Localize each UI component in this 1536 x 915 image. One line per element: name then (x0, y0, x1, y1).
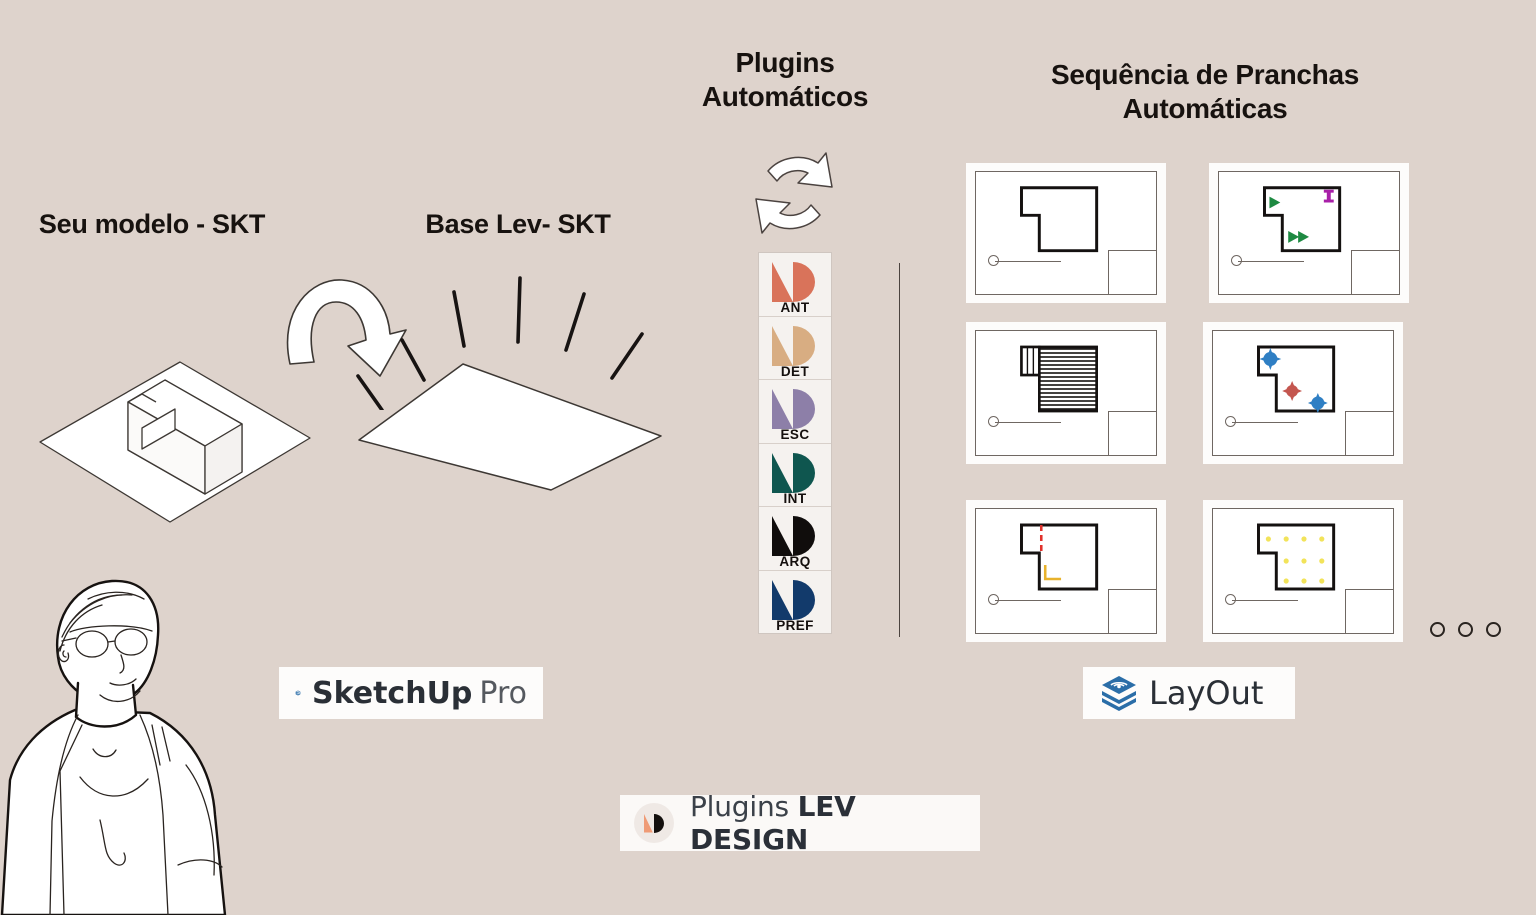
ellipsis-dot (1486, 622, 1501, 637)
brand-prefix: Plugins (690, 790, 789, 823)
sheet-thumbnail-2[interactable] (1209, 163, 1409, 303)
sheet-thumbnail-4[interactable] (1203, 322, 1403, 464)
sheet-thumbnail-3[interactable] (966, 322, 1166, 464)
ellipsis-dot (1458, 622, 1473, 637)
heading-sheets-line2: Automáticas (1000, 92, 1410, 126)
more-sheets-indicator (1430, 622, 1501, 637)
plugin-item-int[interactable]: INT (759, 444, 831, 508)
sheet-title-block (1108, 589, 1157, 634)
plugin-item-ant[interactable]: ANT (759, 253, 831, 317)
plugin-label-ant: ANT (759, 301, 831, 315)
plugin-label-arq: ARQ (759, 555, 831, 569)
sheet-title-block (1345, 589, 1394, 634)
plugin-icon-int (772, 453, 818, 493)
sketchup-pro-logo: SketchUp Pro (279, 667, 543, 719)
sheet-thumbnail-6[interactable] (1203, 500, 1403, 642)
sheet-callout-line (1232, 422, 1298, 423)
layout-stack-icon (1099, 673, 1139, 713)
lev-design-logo-icon (634, 803, 674, 843)
plugin-icon-ant (772, 262, 818, 302)
section-divider (899, 263, 900, 637)
layout-logo-text: LayOut (1149, 674, 1263, 712)
sheet-title-block (1108, 411, 1157, 456)
lev-design-brand-bar: Plugins LEV DESIGN (620, 795, 980, 851)
sheet-callout-line (1238, 261, 1304, 262)
sync-refresh-icon (738, 143, 850, 243)
sheet-callout-line (995, 600, 1061, 601)
sheet-thumbnail-5[interactable] (966, 500, 1166, 642)
plugins-panel: ANT DET ESC INT (758, 252, 832, 634)
heading-plugins-line1: Plugins (660, 46, 910, 80)
sketchup-cube-icon (295, 674, 301, 712)
flat-base-plane (355, 360, 665, 495)
layout-logo: LayOut (1083, 667, 1295, 719)
heading-sheets-line1: Sequência de Pranchas (1000, 58, 1410, 92)
plugin-item-esc[interactable]: ESC (759, 380, 831, 444)
plugin-item-arq[interactable]: ARQ (759, 507, 831, 571)
plugin-label-int: INT (759, 492, 831, 506)
person-line-art (0, 565, 250, 915)
ellipsis-dot (1430, 622, 1445, 637)
plugin-icon-esc (772, 389, 818, 429)
sheet-callout-line (1232, 600, 1298, 601)
plugin-icon-arq (772, 516, 818, 556)
plugin-item-pref[interactable]: PREF (759, 571, 831, 634)
plugin-item-det[interactable]: DET (759, 317, 831, 381)
plugin-icon-det (772, 326, 818, 366)
sheet-title-block (1108, 250, 1157, 295)
heading-your-model: Seu modelo - SKT (22, 208, 282, 241)
sheet-callout-line (995, 261, 1061, 262)
sketchup-logo-suffix: Pro (479, 676, 527, 711)
heading-base-lev: Base Lev- SKT (398, 208, 638, 241)
sheet-callout-line (995, 422, 1061, 423)
plugin-label-pref: PREF (759, 619, 831, 633)
sheet-thumbnail-1[interactable] (966, 163, 1166, 303)
sketchup-logo-text: SketchUp (312, 676, 472, 711)
heading-plugins-line2: Automáticos (660, 80, 910, 114)
plugin-icon-pref (772, 580, 818, 620)
sheet-title-block (1351, 250, 1400, 295)
plugin-label-esc: ESC (759, 428, 831, 442)
sheet-title-block (1345, 411, 1394, 456)
plugin-label-det: DET (759, 365, 831, 379)
